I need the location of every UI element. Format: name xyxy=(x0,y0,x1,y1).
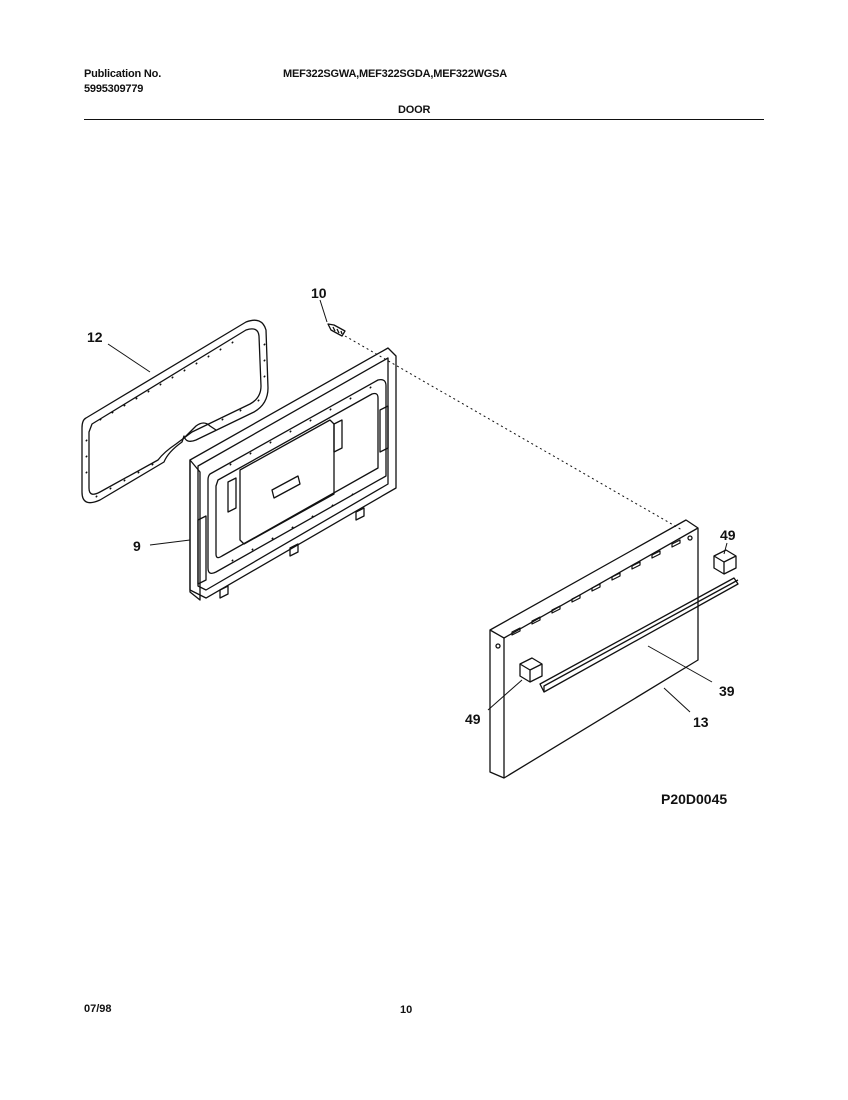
drawing-code: P20D0045 xyxy=(661,791,728,807)
callout-13: 13 xyxy=(693,714,709,730)
model-numbers: MEF322SGWA,MEF322SGDA,MEF322WGSA xyxy=(283,68,508,80)
screw-part xyxy=(327,323,346,337)
publication-number: 5995309779 xyxy=(84,83,144,95)
callout-12: 12 xyxy=(87,329,103,345)
door-liner-part xyxy=(189,347,397,601)
callout-49-top: 49 xyxy=(720,527,736,543)
leader-lines xyxy=(107,299,728,713)
callout-39: 39 xyxy=(719,683,735,699)
header-rule xyxy=(84,119,764,120)
section-title: DOOR xyxy=(398,104,431,116)
publication-label: Publication No. xyxy=(84,68,162,80)
outer-door-panel-part xyxy=(489,519,699,779)
callout-10: 10 xyxy=(311,285,327,301)
page-number: 10 xyxy=(400,1004,413,1016)
gasket-part xyxy=(81,319,269,504)
door-handle-part xyxy=(539,577,739,693)
footer-date: 07/98 xyxy=(84,1003,112,1015)
callout-9: 9 xyxy=(133,538,141,554)
callout-49-bottom: 49 xyxy=(465,711,481,727)
handle-end-cap-part xyxy=(519,549,737,683)
